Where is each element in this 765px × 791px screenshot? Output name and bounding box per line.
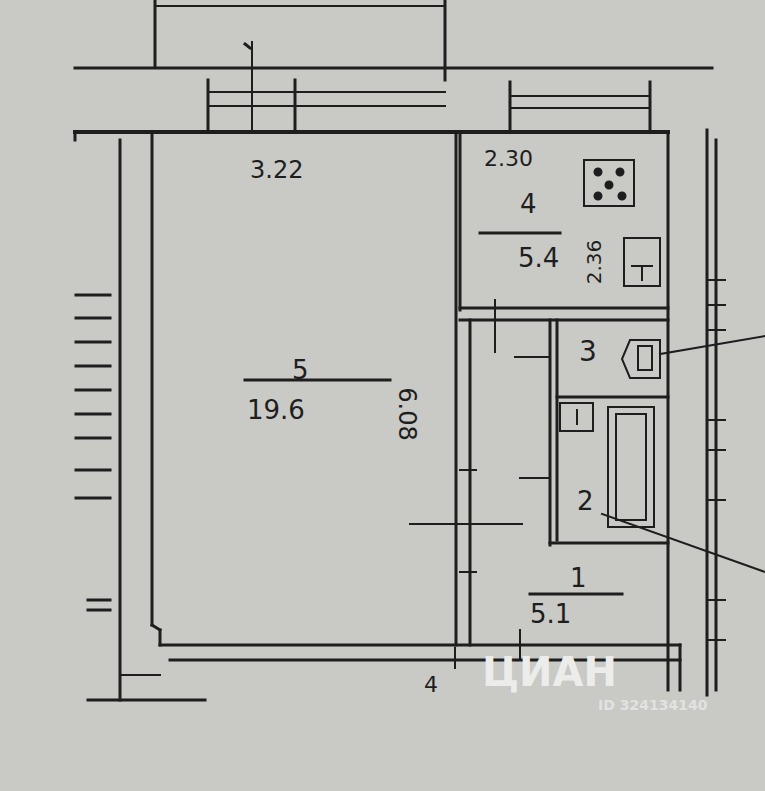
room-number: 5 bbox=[292, 357, 309, 383]
room-number: 2 bbox=[577, 488, 594, 514]
axis-mark: 4 bbox=[424, 674, 438, 696]
room-number: 1 bbox=[570, 565, 587, 591]
room-area: 5.4 bbox=[518, 245, 559, 271]
room-number: 3 bbox=[579, 338, 597, 366]
bathroom: 2 bbox=[557, 400, 668, 543]
hallway: 15.1 bbox=[470, 545, 668, 645]
watermark: ID 324134140 bbox=[598, 698, 707, 712]
room-number: 4 bbox=[520, 191, 537, 217]
dimension: 6.08 bbox=[395, 387, 419, 440]
toilet: 3 bbox=[557, 320, 668, 397]
dimension: 3.22 bbox=[250, 158, 303, 182]
watermark: ЦИАН bbox=[482, 652, 617, 692]
dimension: 2.30 bbox=[484, 148, 533, 170]
room-area: 19.6 bbox=[247, 397, 305, 423]
room-area: 5.1 bbox=[530, 601, 571, 627]
dimension: 2.36 bbox=[584, 240, 604, 285]
